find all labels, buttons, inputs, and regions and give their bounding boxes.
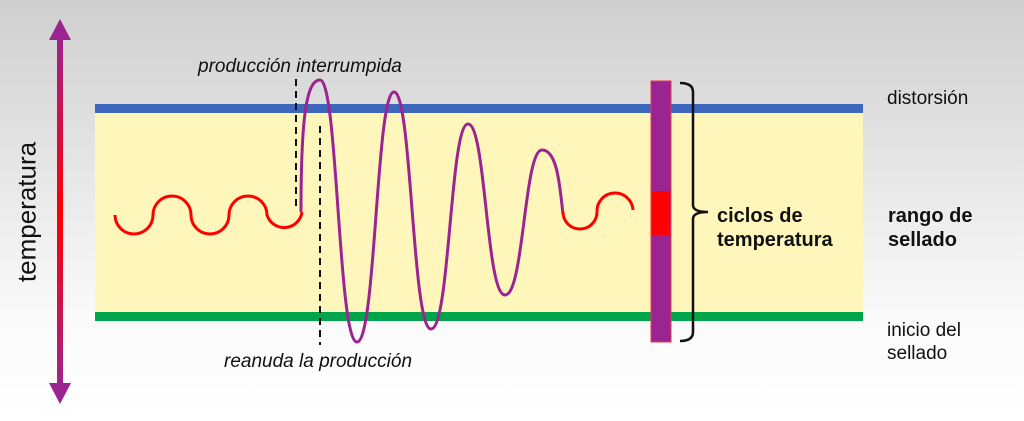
cycles-label-line1: ciclos de: [717, 205, 803, 227]
seal-range-line2: sellado: [888, 229, 957, 251]
sealing-range-band: [95, 110, 863, 315]
cycles-bracket: [679, 81, 709, 343]
cycling-temperature-wave: [299, 78, 565, 344]
seal-start-line: [95, 312, 863, 321]
cycles-label: ciclos de temperatura: [717, 204, 833, 252]
cycles-label-line2: temperatura: [717, 229, 833, 251]
resumed-label: reanuda la producción: [224, 351, 413, 372]
temperature-axis-label: temperatura: [11, 141, 42, 283]
seal-range-label: rango de sellado: [888, 204, 972, 252]
temperature-axis-arrow: [49, 19, 71, 404]
distortion-line: [95, 104, 863, 113]
stable-temperature-wave: [113, 194, 304, 236]
stable-temperature-wave-end: [561, 191, 635, 231]
interrupted-label: producción interrumpida: [198, 56, 402, 77]
seal-start-line1: inicio del: [887, 320, 961, 341]
temperature-cycle-bar: [650, 80, 672, 343]
seal-range-line1: rango de: [888, 205, 973, 227]
seal-start-label: inicio del sellado: [887, 320, 961, 366]
seal-start-line2: sellado: [887, 342, 948, 364]
distortion-label: distorsión: [887, 88, 969, 109]
